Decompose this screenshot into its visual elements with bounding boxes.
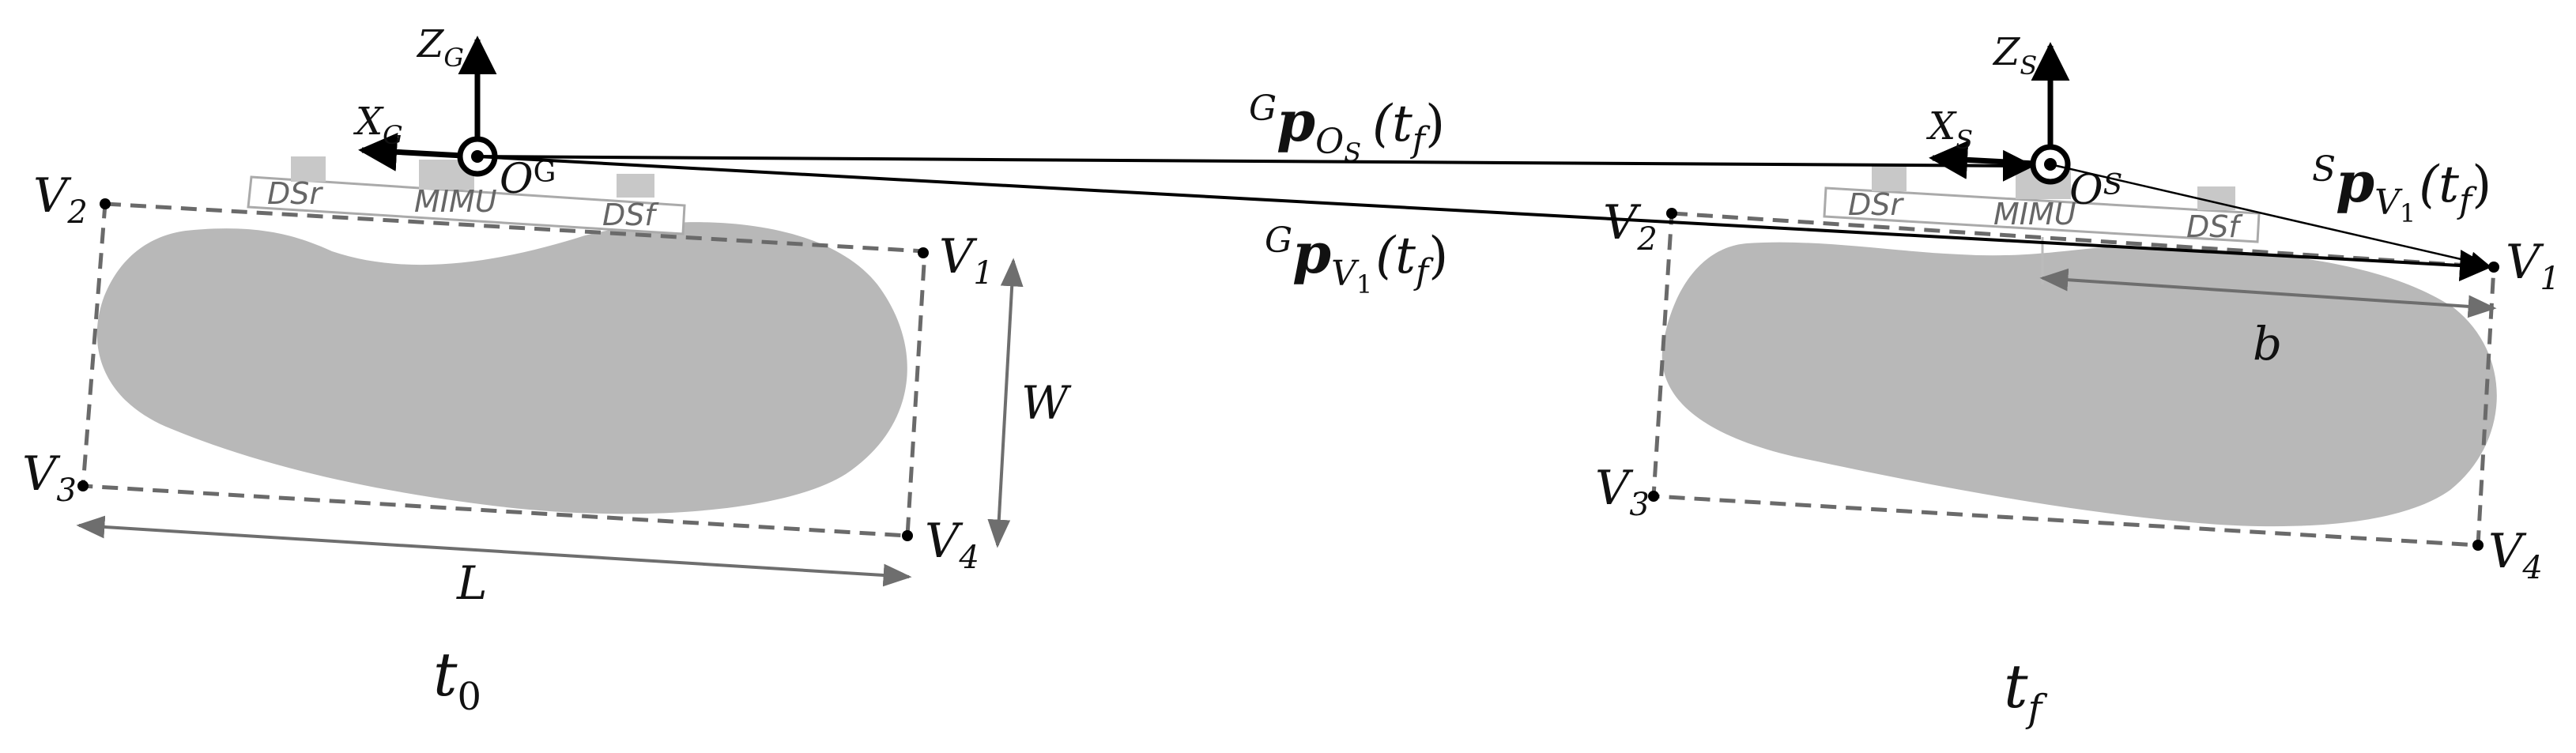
left-width-label: W xyxy=(1021,376,1072,430)
left-v3-dot xyxy=(77,480,89,491)
left-sensor-bar xyxy=(247,175,686,235)
left-v4-label: V4 xyxy=(925,514,979,576)
right-v1-dot xyxy=(2488,262,2499,273)
vector-p-v1-sensor-arrow xyxy=(2050,163,2491,272)
right-z-label: ZS xyxy=(1992,30,2037,81)
left-length-arrow xyxy=(76,515,912,587)
right-v4-label: V4 xyxy=(2488,524,2543,586)
left-v2-dot xyxy=(100,198,111,209)
left-dsr-label: DSr xyxy=(267,176,323,211)
right-body-shape xyxy=(1661,242,2497,527)
right-body-group: DSr MIMU DSf V1 V2 V3 V4 b tf xyxy=(1595,166,2560,731)
left-time-label: t0 xyxy=(433,639,481,719)
right-dsr-label: DSr xyxy=(1848,187,1904,222)
right-v3-label: V3 xyxy=(1595,461,1650,523)
right-v1-label: V1 xyxy=(2506,235,2560,297)
vector-p-v1-sensor-label: SpV1(tf) xyxy=(2312,149,2491,228)
left-dsr-sensor xyxy=(291,156,326,182)
left-v1-label: V1 xyxy=(939,229,994,292)
right-mimu-label: MIMU xyxy=(1993,197,2076,232)
right-b-arrow xyxy=(2039,268,2497,318)
left-v3-label: V3 xyxy=(22,446,77,509)
left-v4-dot xyxy=(902,530,913,541)
left-body-shape xyxy=(96,222,907,514)
right-dsr-sensor xyxy=(1872,166,1907,191)
right-time-label: tf xyxy=(2004,651,2048,731)
left-origin-label: OG xyxy=(500,156,556,203)
right-b-label: b xyxy=(2253,317,2282,371)
left-v2-label: V2 xyxy=(33,168,88,231)
right-dsf-label: DSf xyxy=(2186,209,2243,244)
vector-p-os-label: GpOS(tf) xyxy=(1249,88,1445,168)
vector-p-v1-global-arrow xyxy=(477,155,2491,281)
left-dsf-label: DSf xyxy=(602,198,659,232)
left-x-label: XG xyxy=(353,100,403,150)
right-v2-label: V2 xyxy=(1603,195,1658,258)
right-v4-dot xyxy=(2472,540,2484,551)
left-v1-dot xyxy=(918,247,929,258)
right-v3-dot xyxy=(1648,491,1659,502)
left-width-arrow xyxy=(987,258,1024,548)
vector-p-os-arrow xyxy=(477,149,2035,182)
left-length-label: L xyxy=(456,556,488,610)
left-dsf-sensor xyxy=(617,174,654,198)
right-sensor-bar xyxy=(1823,186,2261,243)
right-v2-dot xyxy=(1666,208,1677,219)
left-bounding-box xyxy=(81,201,927,538)
left-body-group: DSr MIMU DSf V1 V2 V3 V4 W L t0 xyxy=(22,156,1072,719)
left-mimu-label: MIMU xyxy=(414,184,497,219)
left-z-label: ZG xyxy=(416,22,464,73)
right-x-label: XS xyxy=(1925,104,1973,155)
vector-p-v1-global-label: GpV1(tf) xyxy=(1265,220,1448,299)
